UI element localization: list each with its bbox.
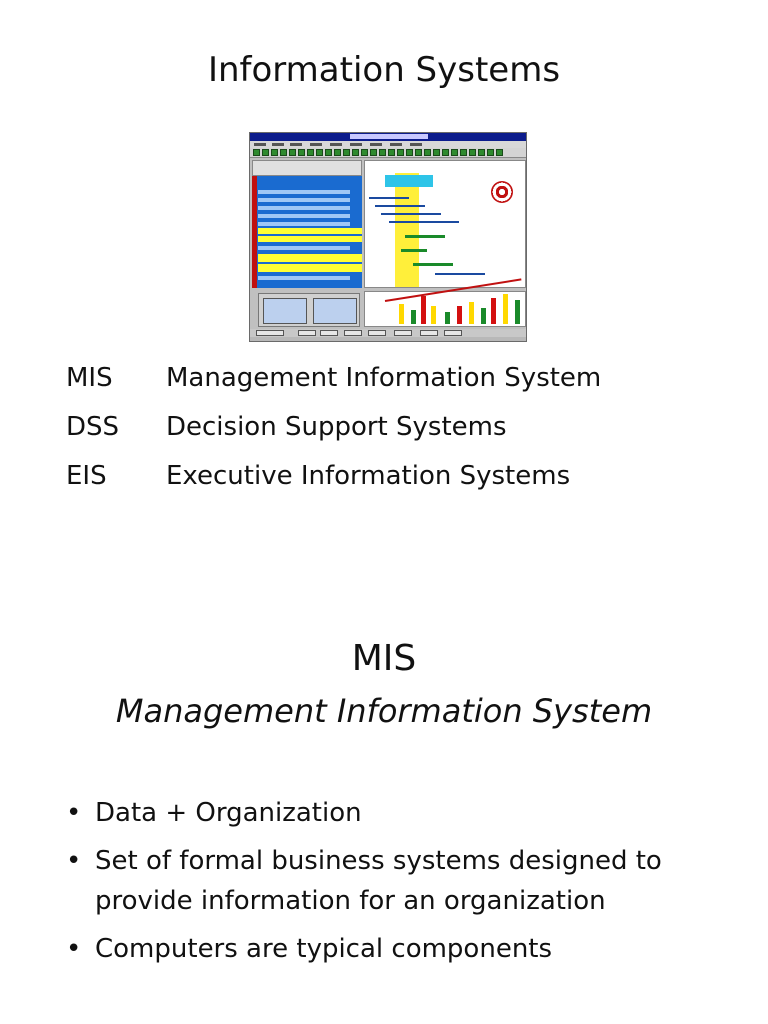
bullet-list: Data + Organization Set of formal busine… bbox=[66, 793, 746, 977]
window-menubar bbox=[250, 141, 526, 148]
target-icon bbox=[491, 181, 513, 203]
bullet-item: Computers are typical components bbox=[66, 929, 746, 969]
abbreviation-code: DSS bbox=[66, 412, 120, 442]
abbreviation-code: MIS bbox=[66, 363, 113, 393]
gantt-chart bbox=[364, 160, 526, 288]
chart-legend-panel bbox=[258, 293, 360, 327]
project-manager-screenshot bbox=[249, 132, 527, 342]
bullet-item: Set of formal business systems designed … bbox=[66, 841, 746, 921]
abbreviation-definition: Decision Support Systems bbox=[166, 412, 507, 442]
abbreviation-definition: Executive Information Systems bbox=[166, 461, 571, 491]
bullet-item: Data + Organization bbox=[66, 793, 746, 833]
task-grid-header bbox=[252, 160, 362, 176]
task-grid bbox=[252, 176, 362, 288]
window-titlebar bbox=[250, 133, 526, 141]
window-statusbar bbox=[250, 337, 526, 341]
abbreviation-code: EIS bbox=[66, 461, 107, 491]
abbreviation-definition: Management Information System bbox=[166, 363, 602, 393]
button-row bbox=[250, 329, 526, 337]
slide-title: Information Systems bbox=[207, 50, 561, 90]
window-toolbar bbox=[250, 148, 526, 158]
section-subtitle: Management Information System bbox=[115, 692, 653, 730]
grid-marker-strip bbox=[252, 176, 257, 288]
bar-chart bbox=[364, 278, 526, 327]
section-title: MIS bbox=[351, 638, 417, 679]
